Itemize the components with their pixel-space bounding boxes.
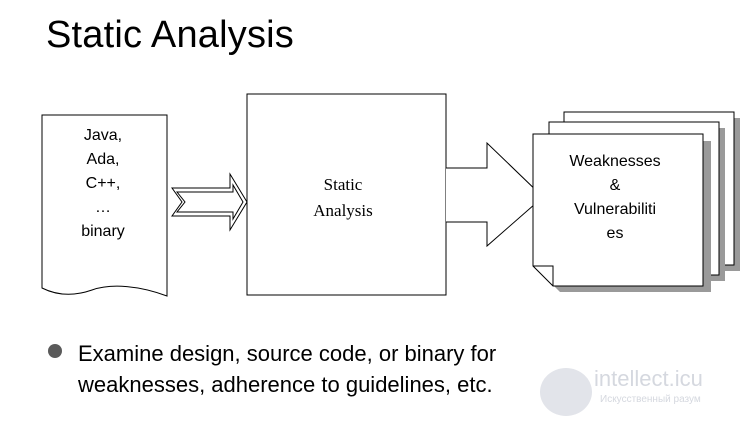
input-line: Ada,	[86, 151, 120, 168]
watermark-main-text: intellect.icu	[594, 366, 703, 391]
output-line: &	[609, 177, 621, 194]
input-languages-label: Java, Ada, C++, … binary	[58, 124, 148, 244]
input-document-shape	[41, 114, 168, 297]
bullet-dot-icon	[48, 344, 62, 358]
watermark-sub-text: Искусственный разум	[600, 394, 701, 405]
output-line: Weaknesses	[569, 153, 661, 170]
process-box	[246, 93, 447, 296]
output-document-stack	[532, 111, 740, 292]
output-label: Weaknesses & Vulnerabiliti es	[540, 150, 690, 246]
page-title: Static Analysis	[46, 14, 294, 56]
bullet-line: weaknesses, adherence to guidelines, etc…	[78, 372, 493, 397]
process-line: Static	[323, 175, 363, 194]
input-line: C++,	[85, 175, 121, 192]
input-arrow-inner	[175, 183, 244, 221]
output-line: es	[606, 225, 624, 242]
output-line: Vulnerabiliti	[573, 201, 657, 218]
process-label: Static Analysis	[295, 172, 391, 224]
watermark-logo-icon	[540, 368, 592, 416]
bullet-line: Examine design, source code, or binary f…	[78, 341, 497, 366]
input-line: …	[95, 199, 111, 216]
process-line: Analysis	[313, 201, 373, 220]
bullet-text: Examine design, source code, or binary f…	[78, 338, 496, 400]
output-arrow	[446, 141, 544, 248]
input-line: binary	[81, 223, 125, 240]
watermark: intellect.icu Искусственный разум	[540, 362, 745, 416]
input-arrow	[171, 172, 248, 232]
input-line: Java,	[83, 127, 123, 144]
